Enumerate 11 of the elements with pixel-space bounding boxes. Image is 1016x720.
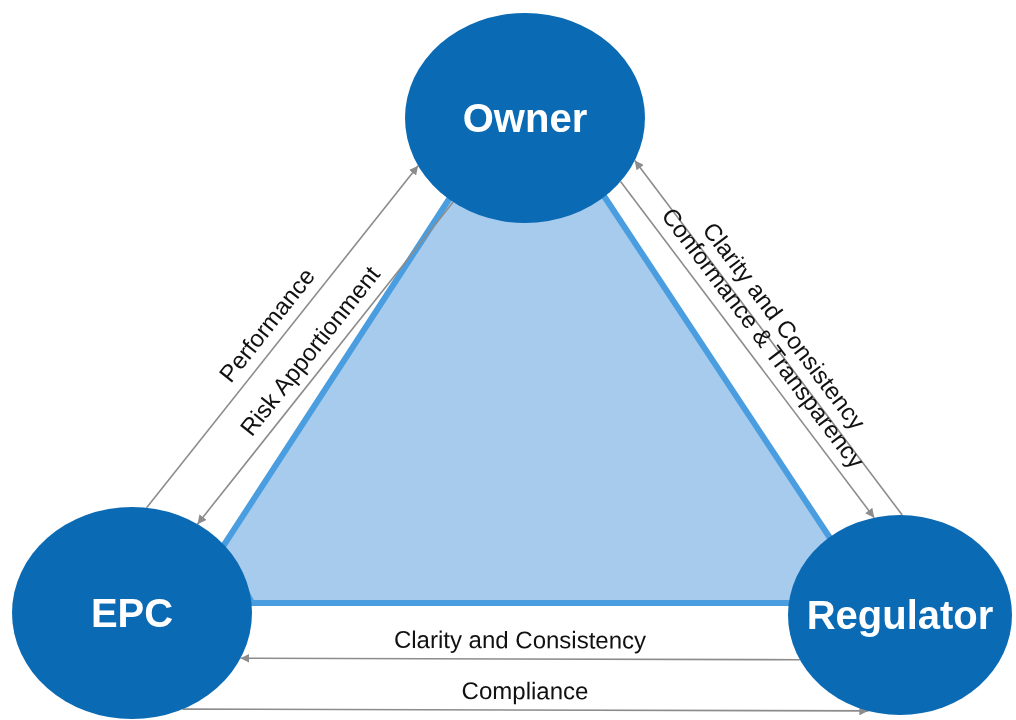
entity-name: Owner [462, 95, 588, 141]
arrow [181, 706, 870, 716]
entity-name: EPC [90, 590, 174, 636]
arrow [196, 201, 454, 525]
arrow [619, 180, 875, 519]
edge-label: Compliance [462, 677, 589, 705]
arrow [239, 653, 801, 663]
edge-label: Clarity and Consistency [394, 625, 647, 655]
entity-name: Regulator [806, 592, 994, 638]
arrow [145, 164, 419, 509]
arrow [633, 159, 904, 516]
